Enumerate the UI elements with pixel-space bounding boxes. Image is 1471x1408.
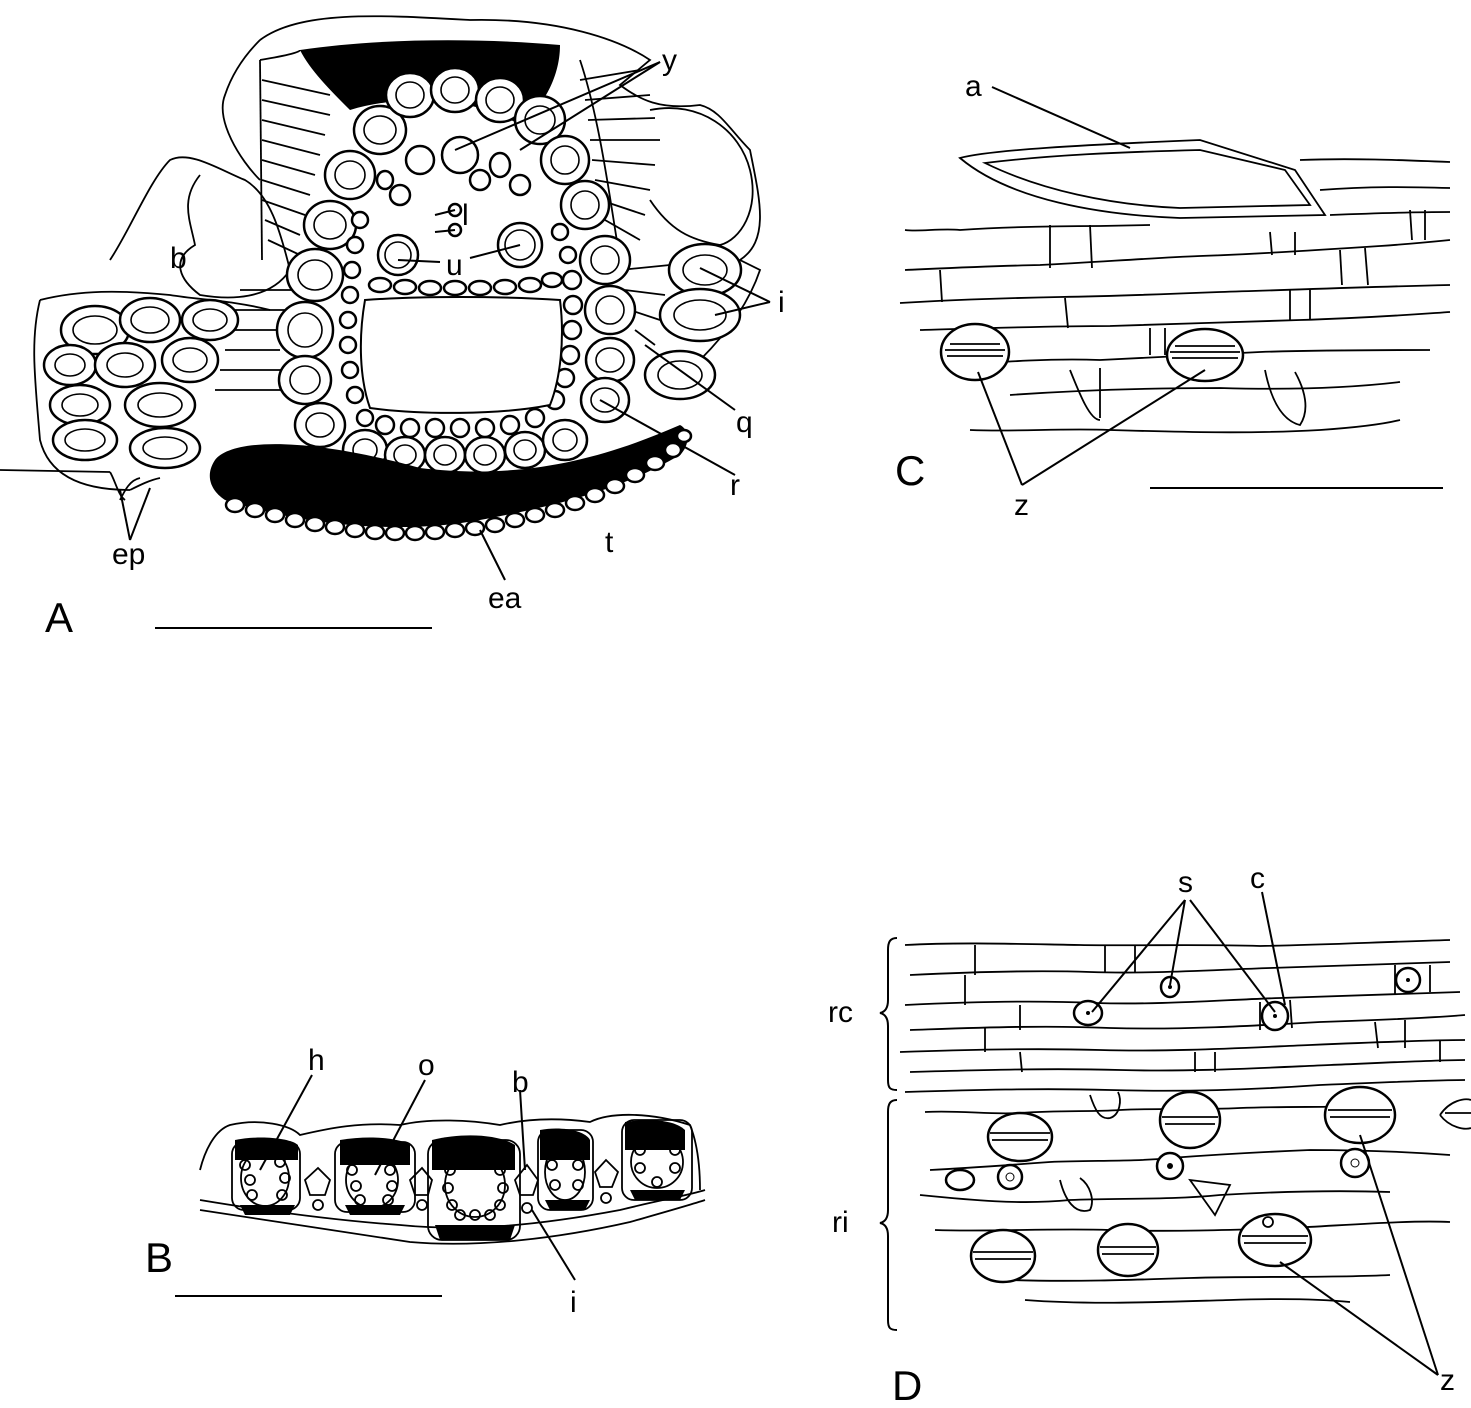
panel-a-label-l: l <box>462 199 469 232</box>
panel-a-left-wing-cells <box>44 298 238 468</box>
panel-a-label-i: i <box>778 286 785 319</box>
panel-d-label-c: c <box>1250 862 1265 895</box>
panel-b-label-b: b <box>512 1066 529 1099</box>
panel-b-bundles <box>232 1120 692 1240</box>
panel-a-right-wing-cells <box>645 108 753 399</box>
panel-a-label-t: t <box>605 526 614 559</box>
panel-b-label-o: o <box>418 1049 435 1082</box>
panel-a-label-y: y <box>662 44 677 77</box>
panel-a-label-r: r <box>730 469 740 502</box>
panel-c-leaders <box>978 87 1205 485</box>
panel-a-label-u: u <box>446 249 463 282</box>
panel-c-letter: C <box>895 447 925 494</box>
panel-a-trichome <box>0 470 160 500</box>
panel-a-label-ep: ep <box>112 538 145 571</box>
panel-d-label-z: z <box>1440 1364 1455 1397</box>
panel-b-label-h: h <box>308 1044 325 1077</box>
panel-c-label-z: z <box>1014 489 1029 522</box>
panel-a: y l u b i q r t ep ea A <box>0 16 785 641</box>
panel-d-brace-rc <box>880 938 897 1090</box>
panel-a-label-q: q <box>736 406 753 439</box>
panel-a-label-ea: ea <box>488 582 522 615</box>
panel-a-left-outline <box>110 157 290 297</box>
panel-c-stoma-right <box>1167 329 1243 381</box>
panel-d-label-s: s <box>1178 866 1193 899</box>
panel-c-stoma-left <box>941 324 1009 380</box>
panel-d: s c rc ri z D <box>828 862 1471 1408</box>
panel-a-central-cavity <box>361 297 562 413</box>
panel-c-cell-rows <box>900 210 1450 432</box>
panel-d-label-ri: ri <box>832 1206 849 1239</box>
panel-a-label-b: b <box>170 242 187 275</box>
panel-c: a z C <box>895 70 1450 522</box>
panel-d-letter: D <box>892 1362 922 1408</box>
panel-d-label-rc: rc <box>828 996 853 1029</box>
panel-c-label-a: a <box>965 70 982 103</box>
panel-b: h o b i B <box>145 1044 705 1319</box>
panel-b-letter: B <box>145 1234 173 1281</box>
panel-b-label-i: i <box>570 1286 577 1319</box>
panel-a-letter: A <box>45 594 73 641</box>
panel-d-brace-ri <box>880 1100 897 1330</box>
